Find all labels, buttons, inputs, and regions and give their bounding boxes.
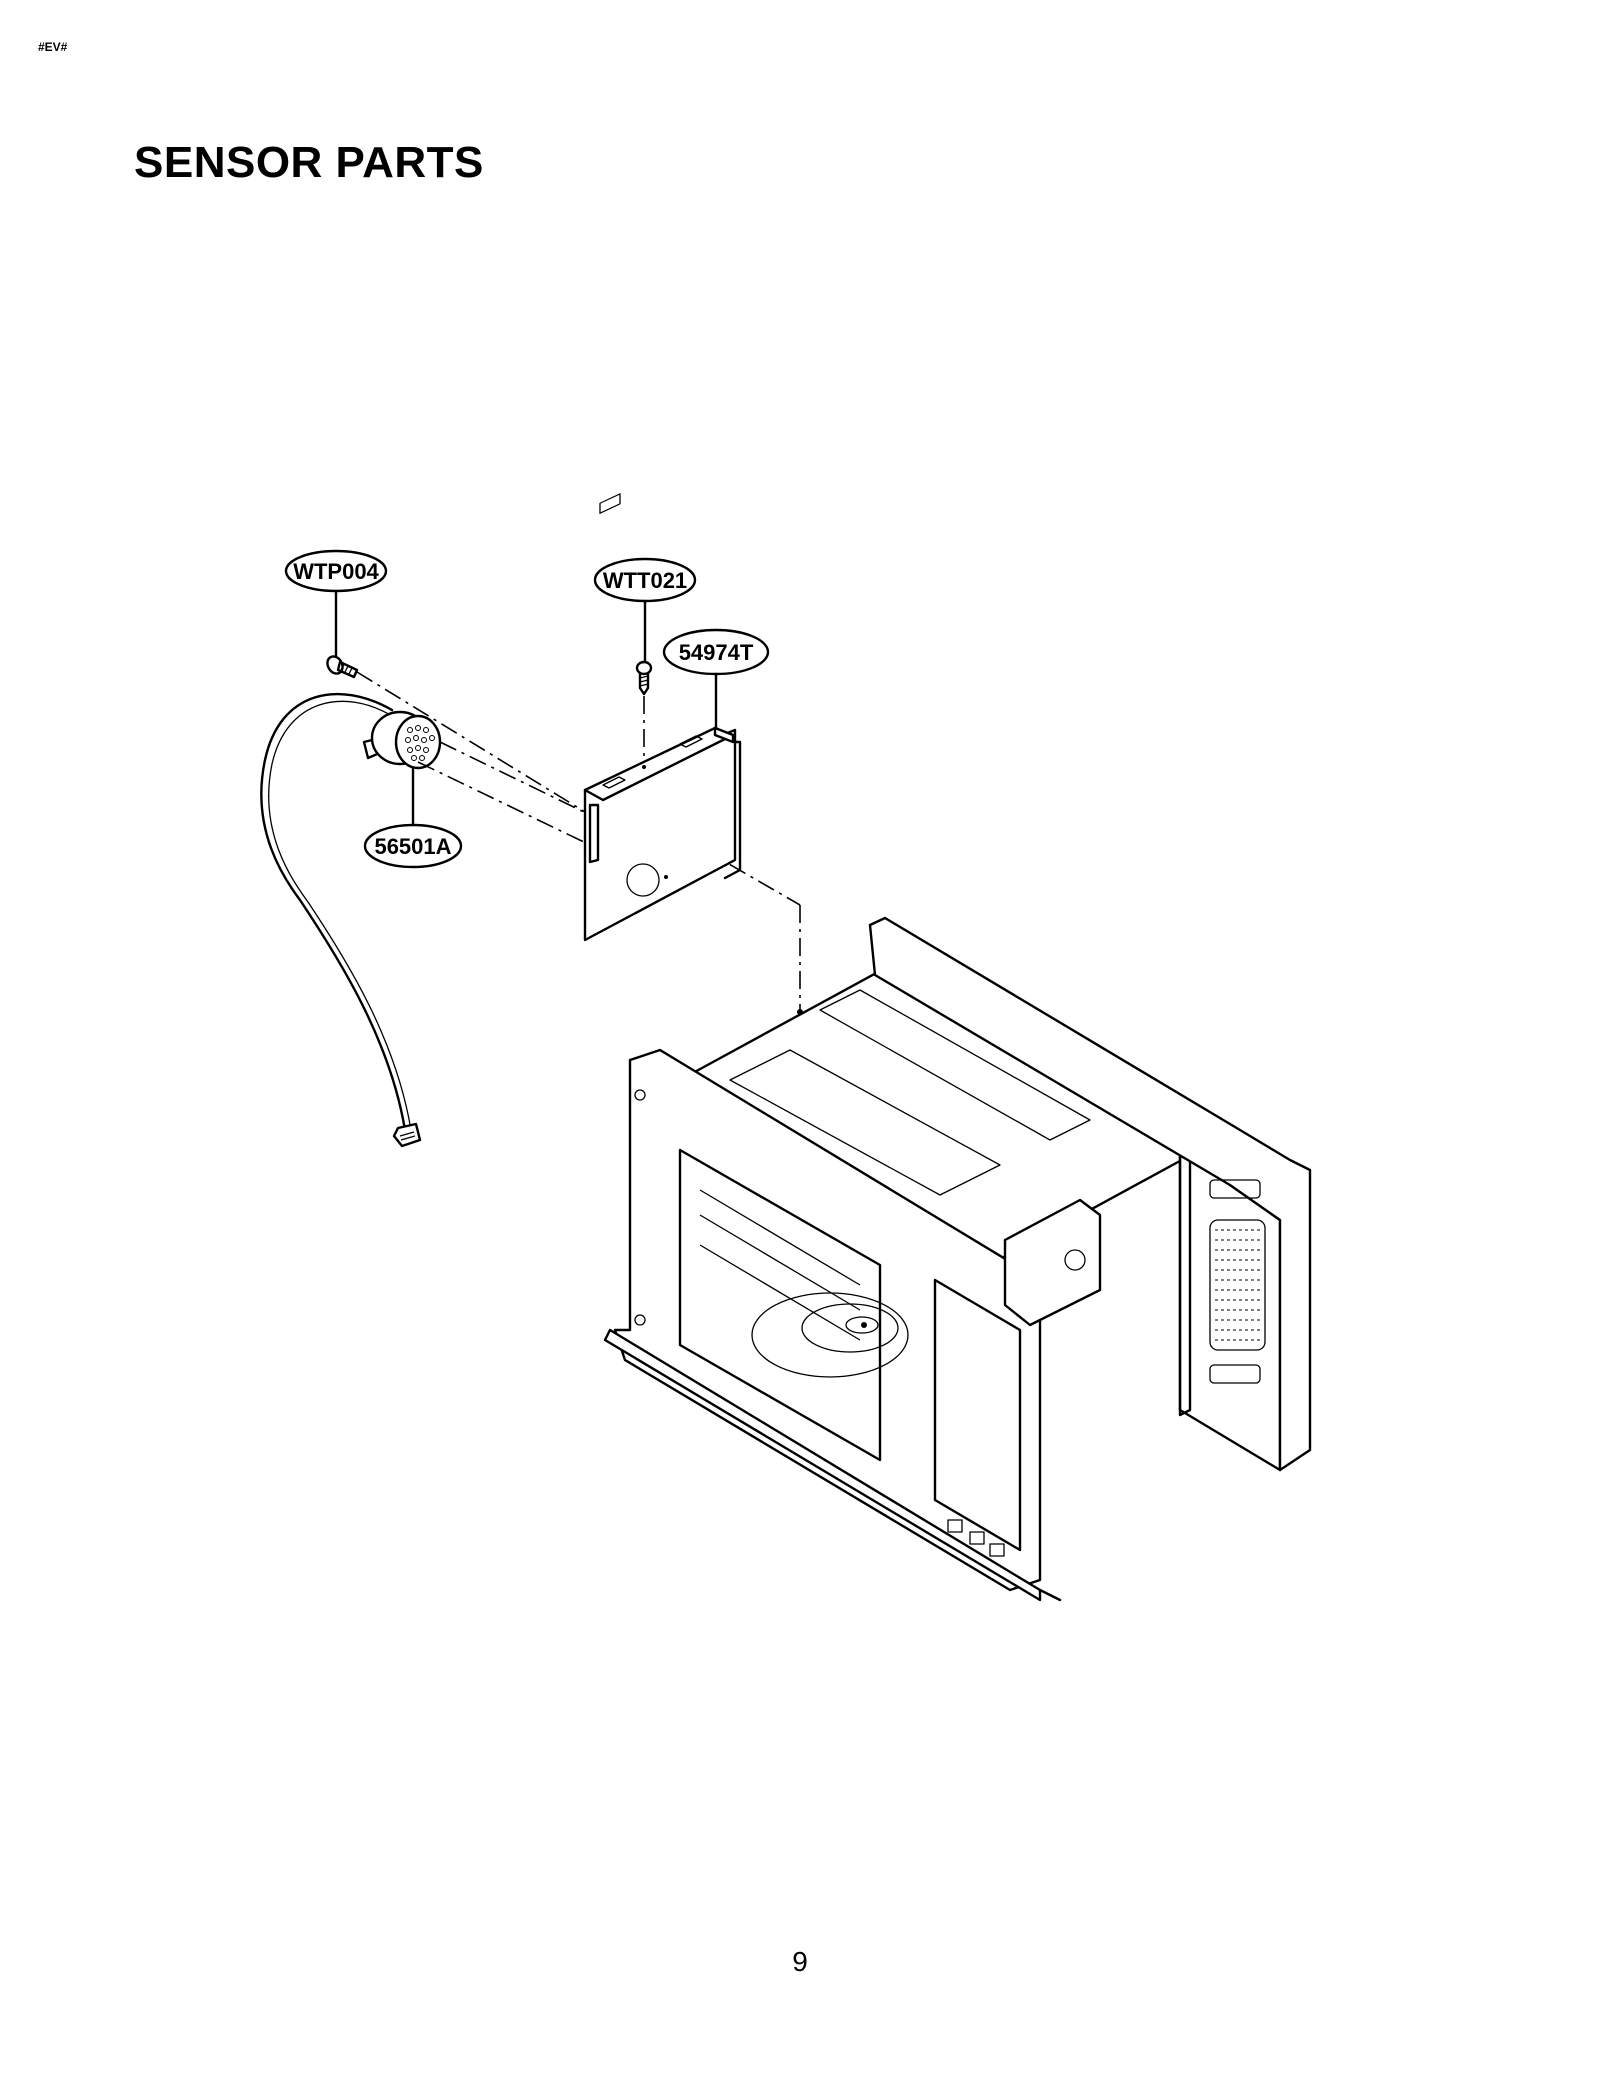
- page-number: 9: [792, 1946, 808, 1977]
- sensor-bracket-icon: [583, 493, 742, 942]
- screw-wtt021-icon: [635, 660, 653, 696]
- callout-label-54974t: 54974T: [679, 640, 754, 665]
- callout-wtp004: WTP004: [284, 549, 388, 662]
- callout-54974t: 54974T: [662, 628, 770, 737]
- oven-cavity-icon: [603, 916, 1312, 1602]
- page-title: SENSOR PARTS: [134, 138, 484, 187]
- callout-label-56501a: 56501A: [374, 834, 451, 859]
- callout-label-wtt021: WTT021: [603, 568, 687, 593]
- callout-56501a: 56501A: [363, 760, 463, 869]
- callout-wtt021: WTT021: [593, 557, 697, 667]
- callout-label-wtp004: WTP004: [293, 559, 379, 584]
- humidity-sensor-icon: [260, 692, 442, 1148]
- document-code: #EV#: [38, 40, 68, 54]
- screw-wtp004-icon: [326, 655, 359, 679]
